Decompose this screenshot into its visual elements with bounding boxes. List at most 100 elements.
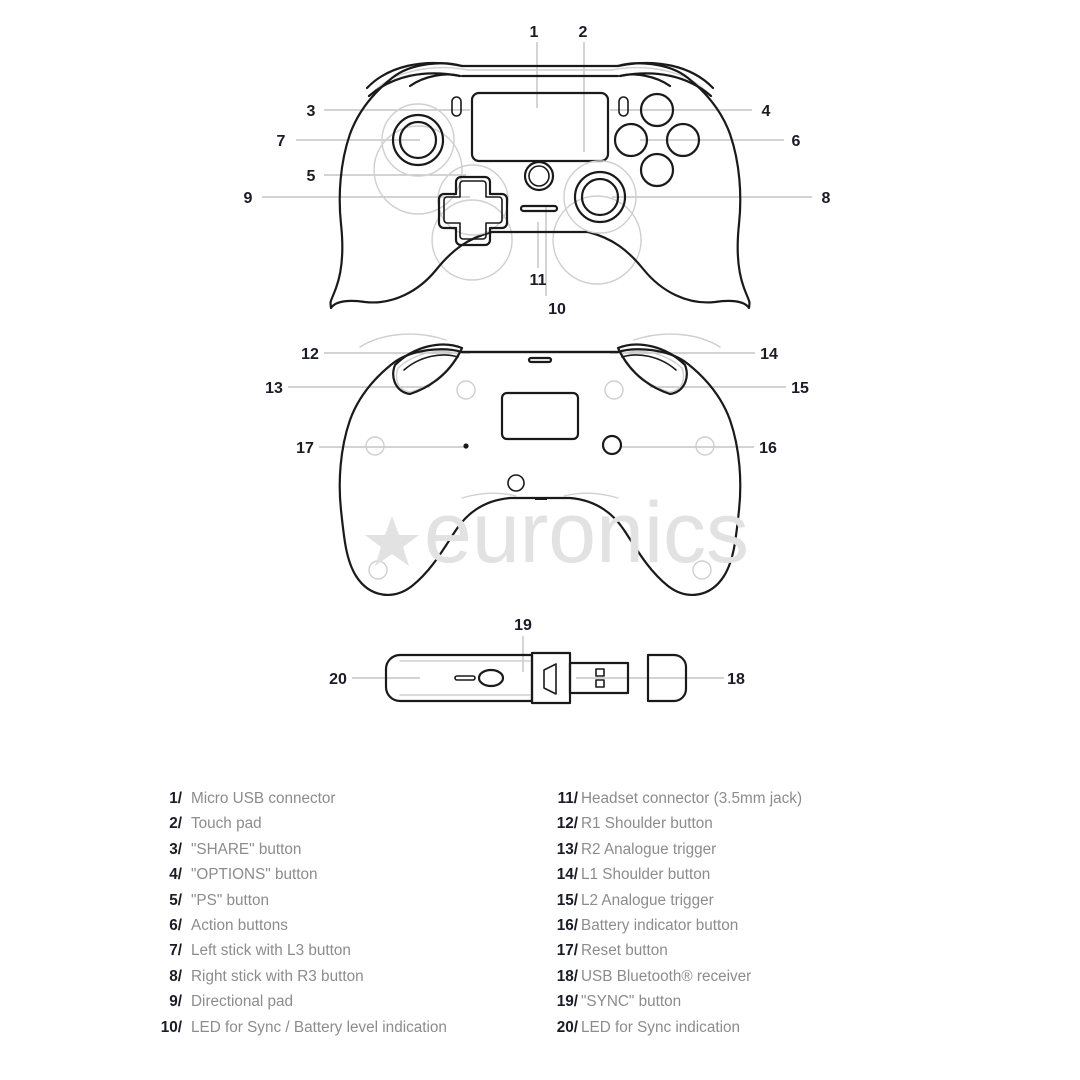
legend-item-label: LED for Sync indication xyxy=(581,1018,740,1036)
callout-6: 6 xyxy=(792,133,801,150)
callout-12: 12 xyxy=(301,346,319,363)
legend-item-number: 14/ xyxy=(556,866,578,884)
callout-3: 3 xyxy=(307,103,316,120)
legend: 1/Micro USB connector 2/Touch pad 3/"SHA… xyxy=(0,786,1080,1046)
legend-item: 15/L2 Analogue trigger xyxy=(552,888,952,913)
dpad-shape xyxy=(437,164,509,247)
usb-receiver-view: 19 20 18 xyxy=(329,617,745,705)
usb-cap-shape xyxy=(646,653,688,703)
front-leader-lines xyxy=(262,42,812,296)
legend-item-label: Reset button xyxy=(581,942,668,960)
legend-item-label: LED for Sync / Battery level indication xyxy=(191,1018,447,1036)
share-button-shape xyxy=(451,96,462,117)
legend-column-left: 1/Micro USB connector 2/Touch pad 3/"SHA… xyxy=(158,786,558,1040)
dongle-leader-lines xyxy=(352,636,724,679)
legend-item-label: "SHARE" button xyxy=(191,840,302,858)
legend-item: 16/Battery indicator button xyxy=(552,913,952,938)
callout-13: 13 xyxy=(265,380,283,397)
legend-item-number: 17/ xyxy=(556,942,578,960)
legend-item: 20/LED for Sync indication xyxy=(552,1015,952,1040)
callout-2: 2 xyxy=(579,24,588,41)
callout-5: 5 xyxy=(307,168,316,185)
legend-item-number: 5/ xyxy=(169,891,182,909)
legend-item-label: "OPTIONS" button xyxy=(191,866,318,884)
callout-11: 11 xyxy=(530,272,547,289)
legend-column-right: 11/Headset connector (3.5mm jack) 12/R1 … xyxy=(552,786,952,1040)
callout-9: 9 xyxy=(244,190,253,207)
callout-16: 16 xyxy=(759,440,777,457)
legend-item: 19/"SYNC" button xyxy=(552,989,952,1014)
legend-item-number: 8/ xyxy=(169,967,182,985)
callout-8: 8 xyxy=(822,190,831,207)
legend-item-number: 9/ xyxy=(169,993,182,1011)
callout-15: 15 xyxy=(791,380,809,397)
back-leader-lines xyxy=(288,352,786,448)
right-stick-shape xyxy=(563,160,637,234)
options-button-shape xyxy=(618,96,629,117)
legend-item-label: Left stick with L3 button xyxy=(191,942,351,960)
legend-item-label: "PS" button xyxy=(191,891,270,909)
legend-item-number: 13/ xyxy=(556,840,578,858)
legend-item-number: 6/ xyxy=(169,916,182,934)
legend-item-label: Right stick with R3 button xyxy=(191,967,364,985)
legend-item-label: USB Bluetooth® receiver xyxy=(581,967,752,985)
callout-10: 10 xyxy=(548,301,566,318)
callout-18: 18 xyxy=(727,671,745,688)
legend-item-label: R1 Shoulder button xyxy=(581,815,713,833)
legend-item: 6/Action buttons xyxy=(158,913,558,938)
legend-item: 9/Directional pad xyxy=(158,989,558,1014)
legend-item-label: Micro USB connector xyxy=(191,790,336,807)
legend-item-number: 4/ xyxy=(169,866,182,884)
controller-front-view: 1 2 3 4 5 6 7 8 9 10 11 xyxy=(244,24,831,318)
legend-item: 17/Reset button xyxy=(552,938,952,963)
legend-item-label: Action buttons xyxy=(191,916,288,934)
callout-20: 20 xyxy=(329,671,347,688)
watermark-text: euronics xyxy=(424,485,749,581)
legend-item-label: "SYNC" button xyxy=(581,993,682,1011)
legend-item: 4/ "OPTIONS" button xyxy=(158,862,558,887)
legend-item-label: Battery indicator button xyxy=(581,916,739,934)
legend-item: 8/Right stick with R3 button xyxy=(158,964,558,989)
legend-item-label: L1 Shoulder button xyxy=(581,866,711,884)
legend-item-number: 19/ xyxy=(556,993,578,1011)
callout-1: 1 xyxy=(530,24,539,41)
legend-item: 12/R1 Shoulder button xyxy=(552,811,952,836)
legend-item: 5/ "PS" button xyxy=(158,888,558,913)
sync-led-shape xyxy=(454,675,476,681)
legend-item-label: L2 Analogue trigger xyxy=(581,891,714,909)
legend-item: 3/ "SHARE" button xyxy=(158,837,558,862)
callout-7: 7 xyxy=(277,133,286,150)
action-buttons-shape xyxy=(613,92,701,188)
callout-14: 14 xyxy=(760,346,778,363)
legend-item-label: R2 Analogue trigger xyxy=(581,840,717,858)
callout-17: 17 xyxy=(296,440,314,457)
legend-item: 13/R2 Analogue trigger xyxy=(552,837,952,862)
callout-19: 19 xyxy=(514,617,532,634)
legend-item-number: 7/ xyxy=(169,942,182,960)
legend-item: 18/USB Bluetooth® receiver xyxy=(552,964,952,989)
euronics-watermark: euronics xyxy=(365,485,749,581)
legend-item-number: 15/ xyxy=(556,891,578,909)
legend-item: 1/Micro USB connector xyxy=(158,786,558,811)
sync-button-shape xyxy=(477,668,505,688)
legend-item: 14/L1 Shoulder button xyxy=(552,862,952,887)
battery-compartment xyxy=(500,391,580,441)
legend-item-number: 20/ xyxy=(556,1018,578,1036)
controller-back-view: 12 13 14 15 16 17 euronics xyxy=(265,333,809,596)
callout-4: 4 xyxy=(762,103,771,120)
legend-item-label: Directional pad xyxy=(191,993,294,1011)
left-stick-shape xyxy=(381,103,455,177)
legend-item: 11/Headset connector (3.5mm jack) xyxy=(552,786,952,811)
legend-item-number: 11/ xyxy=(557,790,578,807)
legend-item-number: 2/ xyxy=(169,815,182,833)
reset-pinhole xyxy=(463,443,469,449)
legend-item-number: 18/ xyxy=(556,967,578,985)
legend-item-number: 3/ xyxy=(169,840,182,858)
legend-item: 10/LED for Sync / Battery level indicati… xyxy=(158,1015,558,1040)
legend-item-label: Headset connector (3.5mm jack) xyxy=(581,790,803,807)
battery-indicator-button-shape xyxy=(601,434,623,456)
legend-item-number: 16/ xyxy=(556,916,578,934)
legend-item-number: 10/ xyxy=(160,1018,182,1036)
legend-item: 7/Left stick with L3 button xyxy=(158,938,558,963)
